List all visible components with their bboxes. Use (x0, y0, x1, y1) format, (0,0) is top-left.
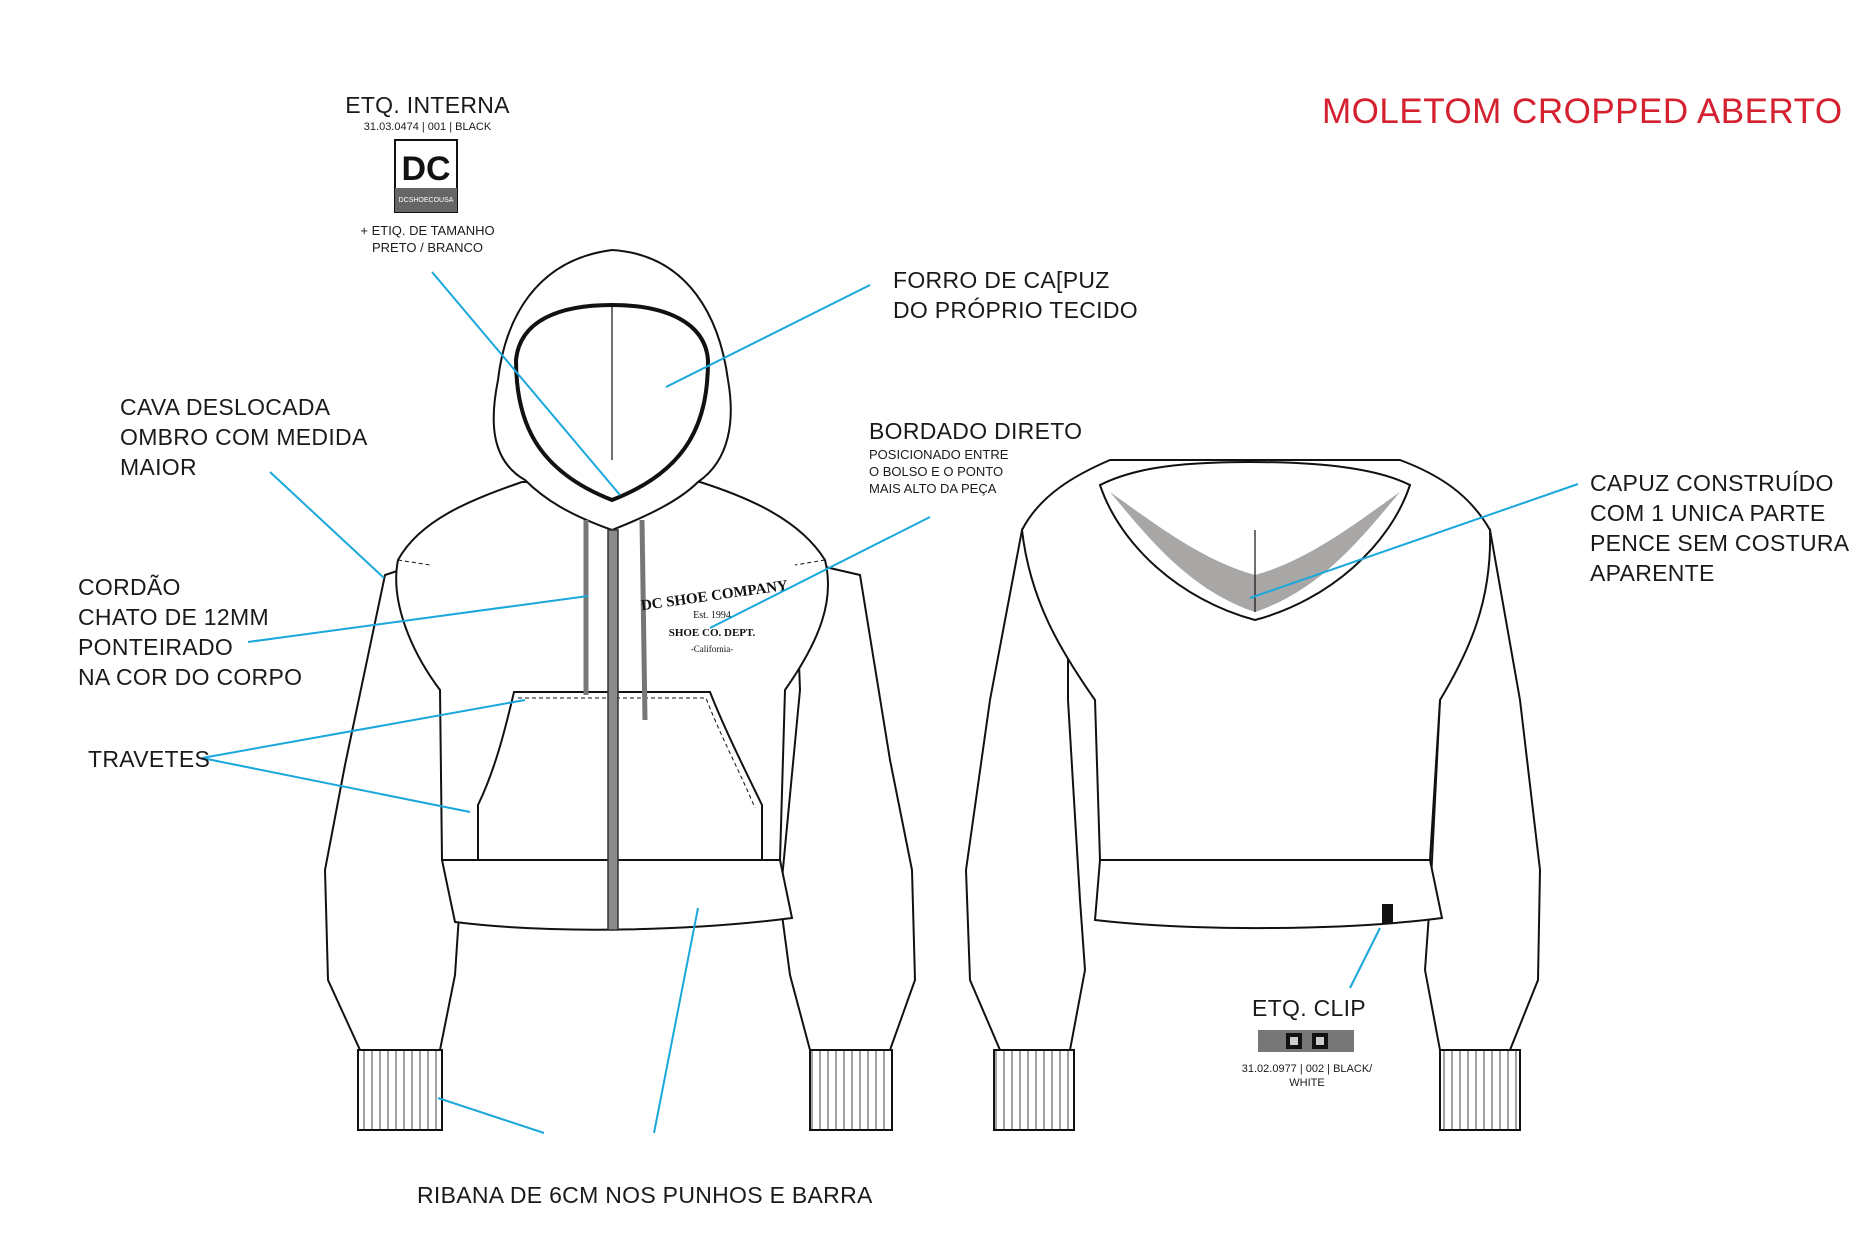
etq-clip-block: ETQ. CLIP (1244, 993, 1374, 1023)
callout-cava-line2: OMBRO COM MEDIDA (120, 424, 368, 450)
front-left-cuff (357, 1049, 443, 1131)
callout-forro: FORRO DE CA[PUZ DO PRÓPRIO TECIDO (893, 265, 1138, 325)
back-hem-band (1093, 859, 1444, 930)
etq-clip-code-line1: 31.02.0977 | 002 | BLACK/ (1241, 1063, 1373, 1075)
callout-cordao: CORDÃO CHATO DE 12MM PONTEIRADO NA COR D… (78, 572, 302, 692)
callout-bordado-line3: MAIS ALTO DA PEÇA (869, 481, 997, 496)
etq-interna-logo-caption: DCSHOECOUSA (399, 197, 454, 204)
callout-capuz-line2: COM 1 UNICA PARTE (1590, 500, 1826, 526)
leader-etq-clip (1349, 927, 1381, 989)
callout-capuz-line3: PENCE SEM COSTURA (1590, 530, 1850, 556)
callout-cordao-line4: NA COR DO CORPO (78, 664, 303, 690)
leader-travetes-2 (201, 757, 471, 813)
callout-cordao-line3: PONTEIRADO (78, 634, 234, 660)
callout-cordao-line1: CORDÃO (78, 574, 181, 600)
front-zipper (607, 529, 619, 931)
leader-etq-interna (431, 271, 621, 496)
etq-interna-code: 31.03.0474 | 001 | BLACK (363, 121, 492, 133)
page-title: MOLETOM CROPPED ABERTO (1322, 92, 1843, 131)
etq-interna-note: + ETIQ. DE TAMANHO PRETO / BRANCO (340, 222, 515, 256)
callout-forro-line2: DO PRÓPRIO TECIDO (893, 297, 1138, 323)
leader-forro (665, 284, 871, 388)
callout-bordado-title: BORDADO DIRETO (869, 418, 1083, 444)
embroidery-line3: SHOE CO. DEPT. (669, 627, 756, 639)
embroidery-line4: -California- (691, 644, 733, 654)
callout-forro-line1: FORRO DE CA[PUZ (893, 267, 1110, 293)
etq-interna-tag: DC DCSHOECOUSA (394, 139, 458, 213)
kangaroo-pocket (477, 691, 763, 861)
etq-interna-heading: ETQ. INTERNA (345, 92, 510, 118)
callout-bordado-line1: POSICIONADO ENTRE (869, 447, 1009, 462)
etq-interna-logo: DC (401, 150, 450, 188)
leader-ribana-2 (437, 1097, 545, 1134)
callout-ribana: RIBANA DE 6CM NOS PUNHOS E BARRA (417, 1182, 873, 1208)
callout-capuz-line1: CAPUZ CONSTRUÍDO (1590, 470, 1834, 496)
callout-cava: CAVA DESLOCADA OMBRO COM MEDIDA MAIOR (120, 392, 368, 482)
leader-lines (201, 271, 1579, 1134)
clip-tag (1382, 904, 1393, 924)
etq-interna-note-line1: + ETIQ. DE TAMANHO (360, 223, 495, 238)
leader-cordao (247, 595, 589, 643)
callout-cava-line3: MAIOR (120, 454, 197, 480)
leader-bordado (709, 516, 931, 629)
etq-clip-code-line2: WHITE (1289, 1077, 1325, 1089)
etq-clip-tag (1258, 1030, 1354, 1052)
back-view (964, 459, 1542, 1131)
callout-bordado-line2: O BOLSO E O PONTO (869, 464, 1004, 479)
front-right-cuff (809, 1049, 893, 1131)
front-view (323, 248, 917, 1131)
etq-clip-heading: ETQ. CLIP (1252, 995, 1366, 1021)
callout-capuz-line4: APARENTE (1590, 560, 1715, 586)
leader-travetes-1 (201, 699, 526, 759)
etq-interna-block: ETQ. INTERNA 31.03.0474 | 001 | BLACK (340, 90, 515, 134)
back-left-cuff (993, 1049, 1075, 1131)
etq-clip-code: 31.02.0977 | 002 | BLACK/ WHITE (1232, 1062, 1382, 1090)
leader-capuz (1249, 483, 1579, 599)
back-right-cuff (1439, 1049, 1521, 1131)
leader-cava (269, 471, 385, 579)
callout-bordado: BORDADO DIRETO POSICIONADO ENTRE O BOLSO… (869, 416, 1082, 497)
leader-ribana-1 (653, 907, 699, 1134)
callout-capuz: CAPUZ CONSTRUÍDO COM 1 UNICA PARTE PENCE… (1590, 468, 1849, 588)
callout-cava-line1: CAVA DESLOCADA (120, 394, 331, 420)
drawcord-right (639, 519, 648, 721)
callout-cordao-line2: CHATO DE 12MM (78, 604, 269, 630)
embroidery-line2: Est. 1994 (693, 610, 731, 621)
callout-travetes: TRAVETES (88, 746, 211, 772)
etq-interna-note-line2: PRETO / BRANCO (371, 240, 483, 255)
